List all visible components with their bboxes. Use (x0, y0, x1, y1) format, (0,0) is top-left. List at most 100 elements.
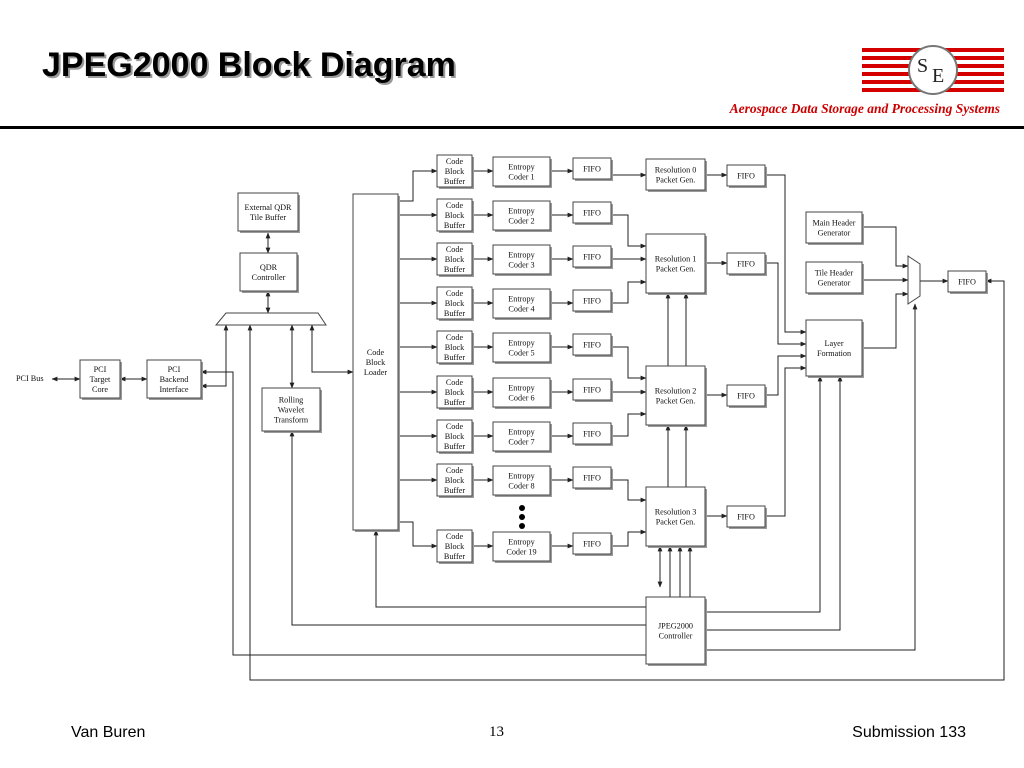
ellipsis-dot (519, 514, 525, 520)
fifo3-to-layer (765, 365, 807, 517)
fifo5-to-res2 (611, 346, 647, 381)
fifo8-to-res3 (611, 479, 647, 503)
fifo-res2: FIFO (726, 384, 767, 408)
code-block-buffer-3-label: Buffer (444, 265, 465, 274)
bus-mux (214, 312, 327, 326)
fifo-row-1: FIFO (572, 157, 613, 181)
fifo2-to-res1 (611, 214, 647, 249)
code-block-buffer-6-label: Code (446, 378, 464, 387)
code-block-buffer-1-label: Block (445, 167, 465, 176)
fifo7-to-res2 (611, 411, 647, 437)
code-block-buffer-1-label: Buffer (444, 177, 465, 186)
code-block-buffer-9-label: Code (446, 532, 464, 541)
fifo-res3: FIFO (726, 505, 767, 529)
fifo-row-3: FIFO (572, 245, 613, 269)
main-header-to-mux (862, 226, 909, 269)
code-block-buffer-3-label: Block (445, 255, 465, 264)
logo-circle (908, 45, 958, 95)
entropy-coder-4-label: Entropy (508, 295, 535, 304)
entropy-coder-8-label: Entropy (508, 472, 535, 481)
loader-to-buffer-9 (398, 521, 438, 549)
pci-target-core-label: PCI (94, 365, 107, 374)
code-block-buffer-5-label: Code (446, 333, 464, 342)
resolution-2-packet-gen-label: Resolution 2 (655, 387, 697, 396)
code-block-buffer-2-label: Buffer (444, 221, 465, 230)
loader-to-buffer-1 (398, 168, 438, 202)
tile-header-generator-label: Generator (818, 279, 851, 288)
entropy-coder-3-label: Entropy (508, 251, 535, 260)
fifo-row-7: FIFO (572, 422, 613, 446)
code-block-buffer-2-label: Block (445, 211, 465, 220)
entropy-coder-2-label: Coder 2 (508, 217, 534, 226)
fifo-row-8-label: FIFO (583, 474, 601, 483)
ctrl-to-loader (373, 529, 646, 608)
jpeg2000-controller-label: Controller (659, 632, 693, 641)
entropy-coder-1-label: Coder 1 (508, 173, 534, 182)
company-logo: S E (862, 45, 1004, 95)
qdr-controller-label: QDR (260, 263, 278, 272)
fifo-row-9-label: FIFO (583, 540, 601, 549)
entropy-coder-9-label: Entropy (508, 538, 535, 547)
fifo-row-5: FIFO (572, 333, 613, 357)
fifo2-to-layer (765, 353, 807, 396)
footer-author: Van Buren (71, 724, 146, 741)
code-block-buffer-9-label: Block (445, 542, 465, 551)
qdr-controller-label: Controller (252, 273, 286, 282)
fifo-res3-label: FIFO (737, 513, 755, 522)
entropy-coder-3-label: Coder 3 (508, 261, 534, 270)
code-block-buffer-4-label: Code (446, 289, 464, 298)
fifo-row-4-label: FIFO (583, 297, 601, 306)
pci-backend-interface-label: Interface (159, 385, 188, 394)
code-block-loader-label: Block (366, 358, 386, 367)
main-header-generator-label: Main Header (813, 219, 856, 228)
entropy-coder-7-label: Entropy (508, 428, 535, 437)
fifo-row-2-label: FIFO (583, 209, 601, 218)
fifo-res0: FIFO (726, 164, 767, 188)
code-block-buffer-8-label: Code (446, 466, 464, 475)
rolling-wavelet-transform-label: Transform (274, 416, 309, 425)
entropy-coder-5-label: Entropy (508, 339, 535, 348)
backend-to-mux (200, 324, 229, 389)
title-divider (0, 126, 1024, 129)
ctrl-to-layer-a (705, 375, 823, 613)
ellipsis-dot (519, 523, 525, 529)
external-qdr-tile-buffer-label: External QDR (244, 203, 292, 212)
resolution-3-packet-gen-label: Packet Gen. (656, 518, 696, 527)
entropy-coder-1-label: Entropy (508, 163, 535, 172)
footer-page-number: 13 (489, 724, 504, 740)
code-block-buffer-3-label: Code (446, 245, 464, 254)
output-mux (907, 255, 921, 305)
layer-formation-label: Layer (824, 339, 843, 348)
layer-formation-label: Formation (817, 349, 851, 358)
code-block-buffer-1-label: Code (446, 157, 464, 166)
mux-to-loader (309, 324, 354, 375)
fifo-res1: FIFO (726, 252, 767, 276)
rolling-wavelet-transform-label: Rolling (279, 396, 304, 405)
fifo4-to-res1 (611, 279, 647, 304)
pci-bus-label: PCI Bus (16, 374, 44, 383)
resolution-1-packet-gen-label: Packet Gen. (656, 265, 696, 274)
resolution-1-packet-gen-label: Resolution 1 (655, 255, 697, 264)
code-block-buffer-9-label: Buffer (444, 552, 465, 561)
entropy-coder-4-label: Coder 4 (508, 305, 534, 314)
entropy-coder-6-label: Coder 6 (508, 394, 534, 403)
fifo-row-6-label: FIFO (583, 386, 601, 395)
code-block-loader-label: Loader (364, 368, 387, 377)
fifo-row-4: FIFO (572, 289, 613, 313)
